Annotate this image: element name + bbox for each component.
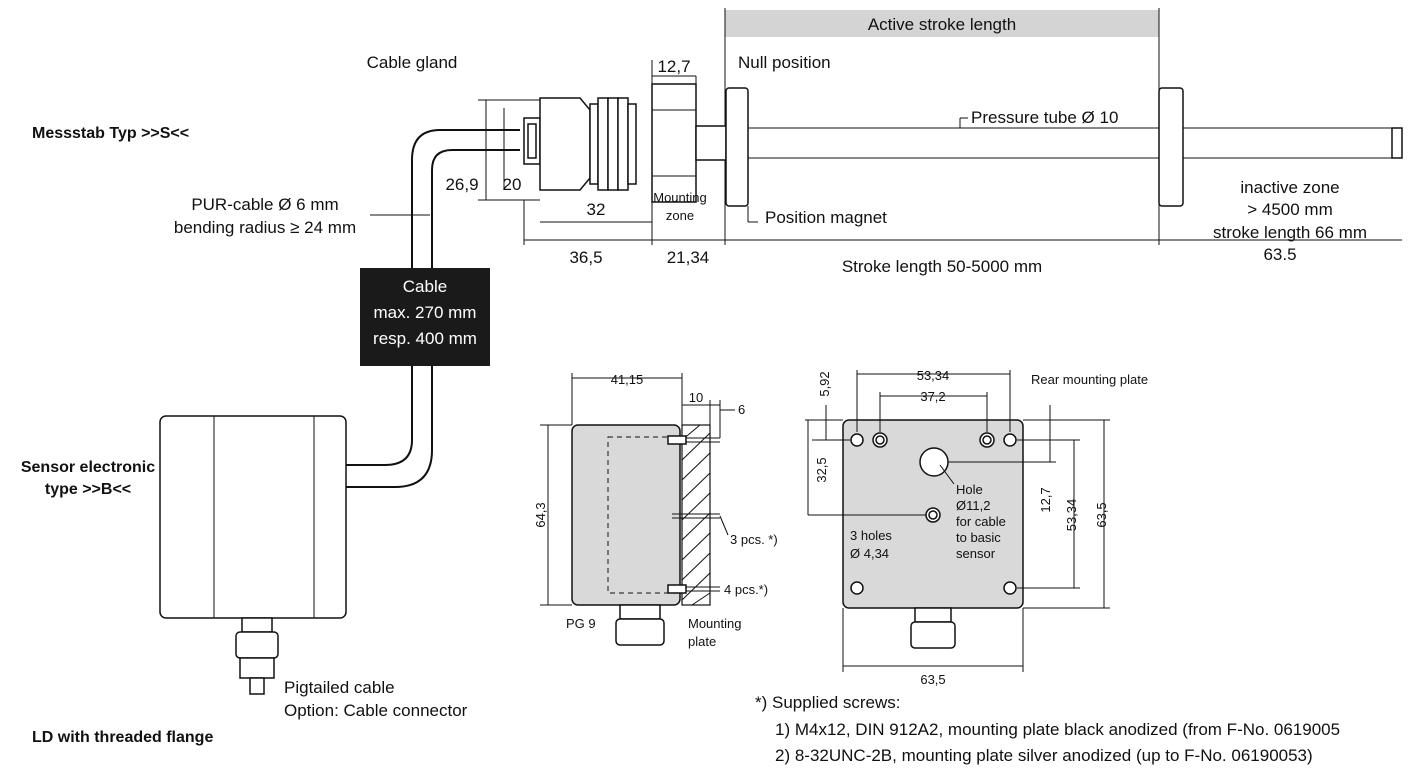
ld-flange-label: LD with threaded flange bbox=[32, 729, 213, 746]
hole-line5: sensor bbox=[956, 546, 996, 561]
rear-mounting-plate bbox=[805, 370, 1110, 672]
dim-63-5-top: 63.5 bbox=[1263, 245, 1296, 264]
sensor-electronic-housing bbox=[159, 366, 433, 695]
pressure-tube-label: Pressure tube Ø 10 bbox=[971, 108, 1118, 127]
dim-20: 20 bbox=[503, 175, 522, 194]
rear-plate-label: Rear mounting plate bbox=[1031, 372, 1148, 387]
screws-title: *) Supplied screws: bbox=[755, 693, 901, 712]
rod-assembly bbox=[411, 83, 1403, 340]
dim-12-7: 12,7 bbox=[657, 57, 690, 76]
dim-53-34-top: 53,34 bbox=[917, 368, 950, 383]
dim-36-5: 36,5 bbox=[569, 248, 602, 267]
sensor-label-line1: Sensor electronic bbox=[21, 459, 155, 476]
pcs3-label: 3 pcs. *) bbox=[730, 532, 778, 547]
cable-box-line2: max. 270 mm bbox=[374, 303, 477, 322]
dim-41-15: 41,15 bbox=[611, 372, 644, 387]
pg9-label: PG 9 bbox=[566, 616, 596, 631]
cable-box-line1: Cable bbox=[403, 277, 447, 296]
stroke-length-label: Stroke length 50-5000 mm bbox=[842, 257, 1042, 276]
dim-21-34: 21,34 bbox=[667, 248, 710, 267]
mounting-zone-line2: zone bbox=[666, 208, 694, 223]
dim-37-2: 37,2 bbox=[920, 389, 945, 404]
three-holes-line1: 3 holes bbox=[850, 528, 892, 543]
inactive-zone-line1: inactive zone bbox=[1240, 178, 1339, 197]
pur-cable-line2: bending radius ≥ 24 mm bbox=[174, 218, 356, 237]
dim-5-92: 5,92 bbox=[817, 371, 832, 396]
dim-53-34-vertical: 53,34 bbox=[1064, 499, 1079, 532]
mounting-plate-line1: Mounting bbox=[688, 616, 741, 631]
dim-10: 10 bbox=[689, 390, 703, 405]
inactive-zone-line2: > 4500 mm bbox=[1247, 200, 1333, 219]
cable-box-line3: resp. 400 mm bbox=[373, 329, 477, 348]
position-magnet-label: Position magnet bbox=[765, 208, 887, 227]
hole-line3: for cable bbox=[956, 514, 1006, 529]
dim-26-9: 26,9 bbox=[445, 175, 478, 194]
dim-63-5-vertical: 63,5 bbox=[1094, 502, 1109, 527]
dim-32: 32 bbox=[587, 200, 606, 219]
screw-note-2: 2) 8-32UNC-2B, mounting plate silver ano… bbox=[775, 746, 1313, 765]
three-holes-line2: Ø 4,34 bbox=[850, 546, 889, 561]
dim-64-3: 64,3 bbox=[533, 502, 548, 527]
active-stroke-label: Active stroke length bbox=[868, 15, 1016, 34]
mounting-zone-line1: Mounting bbox=[653, 190, 706, 205]
pcs4-label: 4 pcs.*) bbox=[724, 582, 768, 597]
pigtailed-line1: Pigtailed cable bbox=[284, 678, 395, 697]
pur-cable-line1: PUR-cable Ø 6 mm bbox=[191, 195, 338, 214]
hole-line4: to basic bbox=[956, 530, 1001, 545]
hole-line1: Hole bbox=[956, 482, 983, 497]
messstab-label: Messstab Typ >>S<< bbox=[32, 125, 189, 142]
dim-6: 6 bbox=[738, 402, 745, 417]
screw-note-1: 1) M4x12, DIN 912A2, mounting plate blac… bbox=[775, 720, 1340, 739]
electronics-side-view bbox=[540, 373, 735, 646]
dim-32-5: 32,5 bbox=[814, 457, 829, 482]
dim-12-7-vertical: 12,7 bbox=[1038, 487, 1053, 512]
cable-length-box bbox=[360, 268, 490, 366]
pigtailed-line2: Option: Cable connector bbox=[284, 701, 468, 720]
rod-dimensions bbox=[370, 60, 1402, 245]
null-position-label: Null position bbox=[738, 53, 831, 72]
dim-63-5-bottom: 63,5 bbox=[920, 672, 945, 687]
inactive-zone-line3: stroke length 66 mm bbox=[1213, 223, 1367, 242]
mounting-plate-line2: plate bbox=[688, 634, 716, 649]
cable-gland-label: Cable gland bbox=[367, 53, 458, 72]
active-stroke-header bbox=[725, 10, 1159, 37]
sensor-label-line2: type >>B<< bbox=[45, 481, 131, 498]
hole-line2: Ø11,2 bbox=[956, 498, 990, 513]
